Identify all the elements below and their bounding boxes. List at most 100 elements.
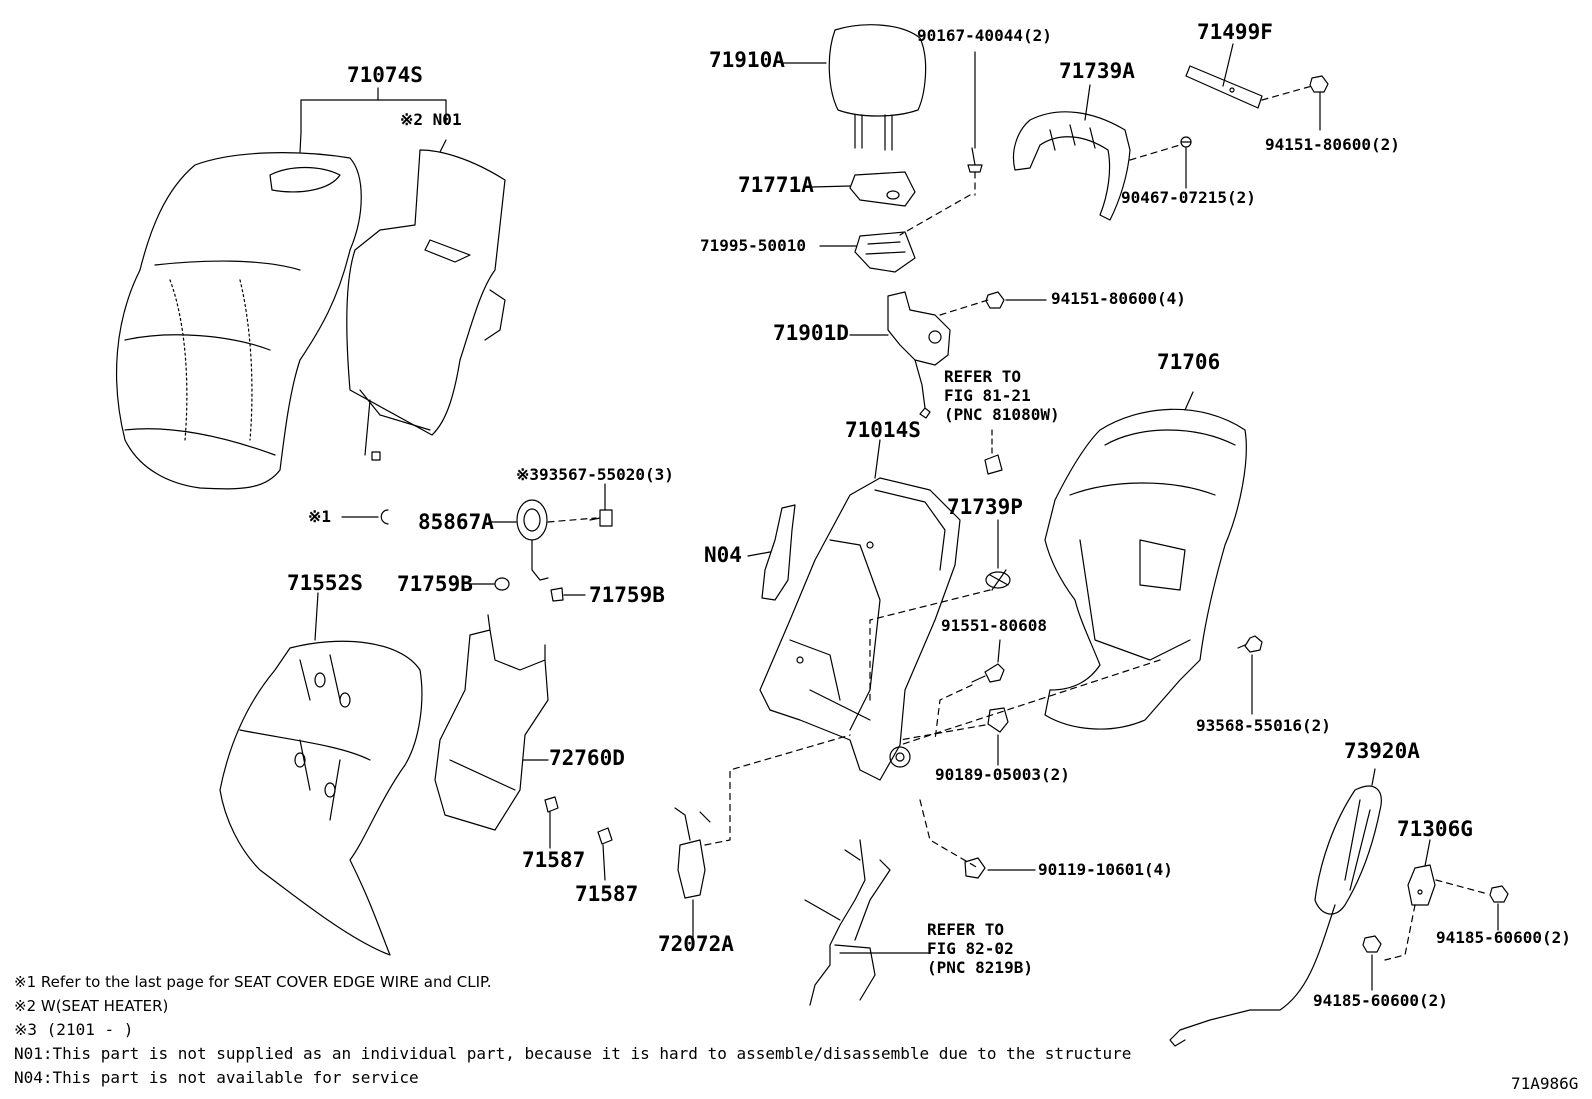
nut-94151-2-part <box>1310 76 1328 92</box>
callout-N04[interactable]: N04 <box>704 543 742 567</box>
nut-94185-a-part <box>1490 886 1508 902</box>
leader-71739A <box>1084 84 1091 121</box>
clip-90467-part <box>1181 137 1191 147</box>
recliner-lock-part <box>888 292 950 418</box>
bolt-90119-part <box>965 858 985 878</box>
callout-71706[interactable]: 71706 <box>1157 350 1221 374</box>
callout-71759B-b[interactable]: 71759B <box>589 583 665 607</box>
callout-71995[interactable]: 71995-50010 <box>700 236 806 255</box>
refer-line: REFER TO <box>944 367 1022 386</box>
footnote-1: ※1 Refer to the last page for SEAT COVER… <box>14 973 492 991</box>
callout-94151-2[interactable]: 94151-80600(2) <box>1265 135 1400 154</box>
nut-94151-4-part <box>986 292 1004 308</box>
callout-71739P[interactable]: 71739P <box>947 495 1023 519</box>
nut-94185-b-part <box>1363 936 1381 952</box>
footnote-n01: N01:This part is not supplied as an indi… <box>14 1044 1132 1063</box>
clip-71587-b-part <box>598 828 612 844</box>
control-module-part <box>675 808 710 898</box>
callout-71014S[interactable]: 71014S <box>845 418 921 442</box>
callout-71074S[interactable]: 71074S <box>347 63 423 87</box>
callout-93568[interactable]: 93568-55016(2) <box>1196 716 1331 735</box>
leader-N04 <box>747 551 771 557</box>
n04-bracket-part <box>762 505 795 600</box>
callout-x1[interactable]: ※1 <box>308 507 332 526</box>
callout-71739A[interactable]: 71739A <box>1059 59 1135 83</box>
callout-94185-a[interactable]: 94185-60600(2) <box>1436 928 1571 947</box>
callout-94185-b[interactable]: 94185-60600(2) <box>1313 991 1448 1010</box>
callout-71306G[interactable]: 71306G <box>1397 817 1473 841</box>
refer-line: FIG 81-21 <box>944 386 1031 405</box>
clip-71759B-a-part <box>495 578 509 590</box>
leader-71014S <box>874 439 881 479</box>
callout-71759B-a[interactable]: 71759B <box>397 572 473 596</box>
footnote-n04: N04:This part is not available for servi… <box>14 1068 419 1087</box>
refer-note-fig-82-02[interactable]: REFER TO FIG 82-02 (PNC 8219B) <box>927 920 1033 977</box>
connector-part <box>985 455 1002 474</box>
refer-line: (PNC 8219B) <box>927 958 1033 977</box>
screw-90167-part <box>968 148 982 172</box>
refer-line: (PNC 81080W) <box>944 405 1060 424</box>
leader-71306G <box>1424 839 1431 867</box>
footnote-2: ※2 W(SEAT HEATER) <box>14 997 169 1015</box>
callout-90189[interactable]: 90189-05003(2) <box>935 765 1070 784</box>
callout-72072A[interactable]: 72072A <box>658 932 734 956</box>
seatback-shield-part <box>1013 112 1130 220</box>
bracket-71306G-part <box>1408 865 1435 905</box>
bolt-91551-part <box>972 664 1004 682</box>
seatback-pad-part <box>435 615 548 830</box>
seat-heater-part <box>347 150 505 460</box>
headrest-support-cover-part <box>850 172 915 206</box>
callout-72760D[interactable]: 72760D <box>549 746 625 770</box>
leader-N01 <box>439 139 447 153</box>
clip-x1-part <box>380 509 389 525</box>
leader-71706 <box>1184 391 1194 411</box>
seatback-frame-part <box>760 478 960 780</box>
diagram-code: 71A986G <box>1511 1074 1579 1093</box>
seatback-cover-part <box>117 153 362 489</box>
callout-N01[interactable]: ※2 N01 <box>400 110 462 129</box>
clip-71739P-part <box>986 570 1010 590</box>
callout-90119[interactable]: 90119-10601(4) <box>1038 860 1173 879</box>
leader-71074S-cover <box>299 132 302 153</box>
callout-93567[interactable]: ※393567-55020(3) <box>516 465 674 484</box>
callout-71587-a[interactable]: 71587 <box>522 848 586 872</box>
side-cover-part <box>1170 786 1381 1046</box>
clip-90189-part <box>988 708 1008 732</box>
callout-85867A[interactable]: 85867A <box>418 510 494 534</box>
callout-94151-4[interactable]: 94151-80600(4) <box>1051 289 1186 308</box>
callout-91551[interactable]: 91551-80608 <box>941 616 1047 635</box>
seatback-board-part <box>1045 409 1246 729</box>
callout-71499F[interactable]: 71499F <box>1197 20 1273 44</box>
dash-71995 <box>899 194 971 236</box>
headrest-support-part <box>855 232 915 272</box>
callout-90167[interactable]: 90167-40044(2) <box>917 26 1052 45</box>
leader-91551 <box>997 639 1001 663</box>
callout-71552S[interactable]: 71552S <box>287 571 363 595</box>
callout-73920A[interactable]: 73920A <box>1344 739 1420 763</box>
headrest-part <box>829 25 925 150</box>
screw-93567-part <box>590 510 612 526</box>
callout-71910A[interactable]: 71910A <box>709 48 785 72</box>
clip-71587-a-part <box>545 797 558 812</box>
callout-71901D[interactable]: 71901D <box>773 321 849 345</box>
leader-71074S <box>300 99 447 134</box>
leader-71587-b <box>602 844 606 881</box>
bolt-93568-part <box>1238 636 1262 652</box>
refer-note-fig-81-21[interactable]: REFER TO FIG 81-21 (PNC 81080W) <box>944 367 1060 424</box>
callout-90467[interactable]: 90467-07215(2) <box>1121 188 1256 207</box>
leader-73920A <box>1371 768 1376 786</box>
wire-harness-part <box>805 840 890 1005</box>
leader-71499F <box>1222 43 1234 87</box>
bracket-71499F-part <box>1186 66 1262 108</box>
callout-71587-b[interactable]: 71587 <box>575 882 639 906</box>
footnote-3: ※3 (2101 - ) <box>14 1020 134 1039</box>
leader-71552S <box>314 592 319 641</box>
speaker-part <box>517 500 548 580</box>
callout-71771A[interactable]: 71771A <box>738 173 814 197</box>
clip-71759B-b-part <box>551 588 563 601</box>
refer-line: REFER TO <box>927 920 1005 939</box>
leader-71771A <box>811 185 851 188</box>
refer-line: FIG 82-02 <box>927 939 1014 958</box>
